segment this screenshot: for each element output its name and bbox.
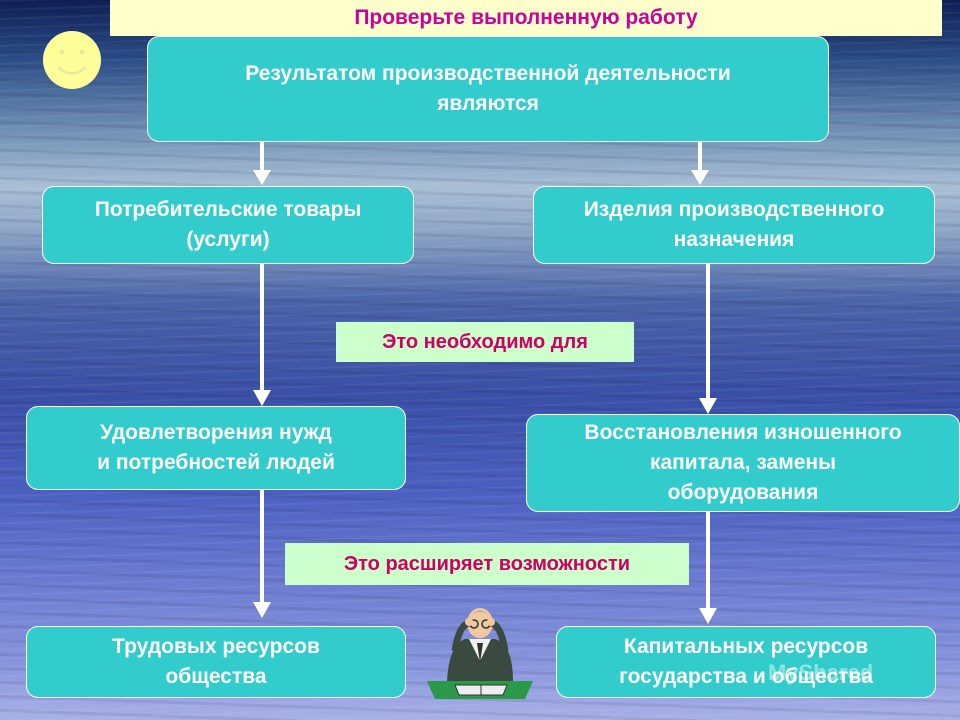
note-needed-for: Это необходимо для xyxy=(336,322,634,362)
note-expands: Это расширяет возможности xyxy=(285,543,689,585)
needs-box: Удовлетворения нужд и потребностей людей xyxy=(26,406,406,490)
thinking-man-icon xyxy=(425,603,535,703)
labor-resources-box: Трудовых ресурсов общества xyxy=(26,626,406,698)
watermark: MyShared xyxy=(768,660,873,686)
root-box: Результатом производственной деятельност… xyxy=(147,36,829,142)
capital-resources-box: Капитальных ресурсов государства и общес… xyxy=(556,626,936,698)
industrial-goods-box: Изделия производственного назначения xyxy=(533,186,935,264)
capital-restore-box: Восстановления изношенного капитала, зам… xyxy=(526,414,960,512)
consumer-goods-box: Потребительские товары (услуги) xyxy=(42,186,414,264)
